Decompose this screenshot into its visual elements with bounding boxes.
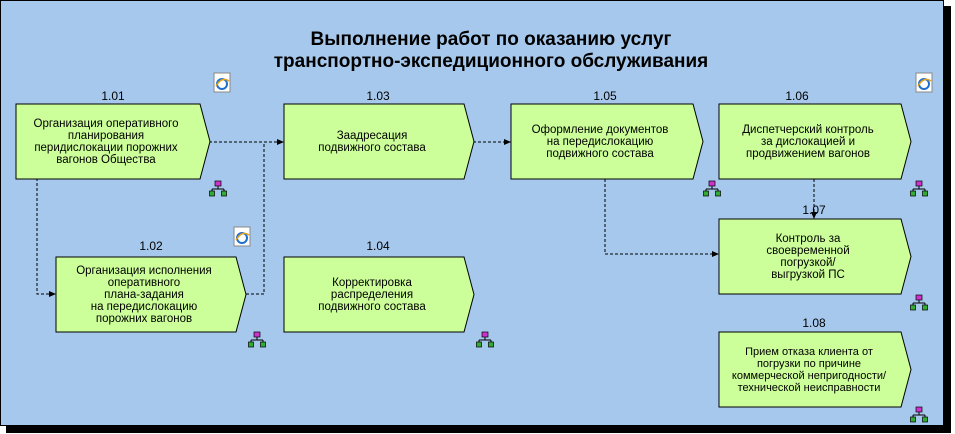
function-box-1-03[interactable]: Заадресация подвижного состава — [283, 103, 475, 180]
connector-105-107 — [604, 179, 719, 257]
function-label: Организация оперативного планирования пе… — [33, 117, 179, 166]
function-number: 1.07 — [802, 203, 826, 217]
function-number: 1.04 — [366, 239, 390, 253]
function-label: Оформление документов на передислокацию … — [531, 123, 669, 160]
function-label: Организация исполнения оперативного план… — [76, 264, 212, 325]
function-number: 1.02 — [139, 239, 163, 253]
function-number: 1.05 — [593, 89, 617, 103]
function-label: Диспетчерский контроль за дислокацией и … — [742, 123, 874, 160]
connector-102-103 — [246, 142, 265, 295]
hierarchy-icon[interactable] — [703, 180, 721, 198]
hierarchy-icon[interactable] — [910, 294, 928, 312]
hierarchy-icon[interactable] — [910, 406, 928, 424]
ie-document-icon[interactable] — [232, 226, 254, 248]
diagram-title-line2: транспортно-экспедиционного обслуживания — [273, 51, 709, 72]
function-box-1-05[interactable]: Оформление документов на передислокацию … — [510, 103, 704, 180]
function-box-1-08[interactable]: Прием отказа клиента от погрузки по прич… — [718, 331, 912, 408]
frame-shadow — [944, 6, 951, 432]
diagram-title-line1: Выполнение работ по оказанию услуг — [310, 29, 672, 50]
connector-101-102 — [36, 178, 56, 297]
function-label: Заадресация подвижного состава — [318, 129, 426, 154]
ie-document-icon[interactable] — [212, 72, 234, 94]
hierarchy-icon[interactable] — [910, 180, 928, 198]
frame-shadow — [6, 426, 951, 433]
connector-layer — [36, 139, 817, 297]
function-box-1-07[interactable]: Контроль за своевременной погрузкой/ выг… — [718, 218, 912, 295]
hierarchy-icon[interactable] — [248, 331, 266, 349]
diagram-canvas: Выполнение работ по оказанию услуг транс… — [0, 0, 944, 426]
hierarchy-icon[interactable] — [476, 331, 494, 349]
function-number: 1.03 — [366, 89, 390, 103]
function-number: 1.06 — [785, 89, 809, 103]
function-label: Корректировка распределения подвижного с… — [318, 276, 426, 313]
function-box-1-02[interactable]: Организация исполнения оперативного план… — [55, 256, 247, 333]
function-box-1-06[interactable]: Диспетчерский контроль за дислокацией и … — [718, 103, 912, 180]
ie-document-icon[interactable] — [914, 72, 936, 94]
function-box-1-01[interactable]: Организация оперативного планирования пе… — [15, 103, 211, 180]
function-label: Прием отказа клиента от погрузки по прич… — [731, 345, 887, 394]
hierarchy-icon[interactable] — [209, 180, 227, 198]
function-number: 1.01 — [101, 89, 125, 103]
function-label: Контроль за своевременной погрузкой/ выг… — [766, 232, 850, 281]
function-number: 1.08 — [802, 316, 826, 330]
function-box-1-04[interactable]: Корректировка распределения подвижного с… — [283, 256, 475, 333]
